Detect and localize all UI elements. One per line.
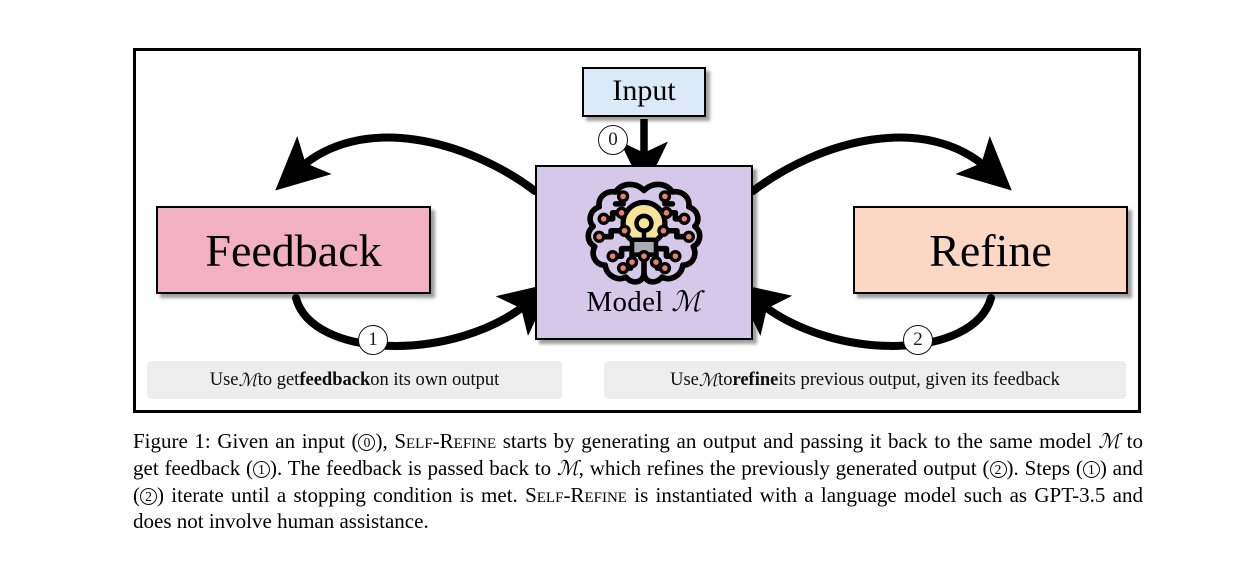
- node-input[interactable]: Input: [582, 67, 706, 117]
- strip-left-part2: to get: [257, 369, 300, 390]
- caption-t7: ). Steps (: [1006, 455, 1083, 480]
- step-badge-2: 2: [903, 325, 933, 355]
- node-input-label: Input: [612, 74, 676, 107]
- step-badge-1: 1: [358, 325, 388, 355]
- strip-left-symbol: ℳ: [238, 369, 258, 391]
- caption-circled-0: 0: [358, 434, 376, 451]
- strip-refine-description: Use ℳ to refine its previous output, giv…: [604, 361, 1126, 399]
- caption-t8: ) and (: [133, 455, 1143, 507]
- node-refine[interactable]: Refine: [853, 206, 1128, 294]
- caption-t5: ). The feedback is passed back to: [270, 455, 557, 480]
- node-feedback[interactable]: Feedback: [156, 206, 431, 294]
- step-badge-0: 0: [598, 125, 628, 155]
- strip-right-bold: refine: [732, 369, 779, 390]
- caption-circled-4: 2: [140, 487, 157, 505]
- arrow-refine-to-model: [734, 283, 995, 350]
- caption-t9: ) iterate until a stopping condition is …: [157, 482, 526, 507]
- caption-symbol-m1: ℳ: [1098, 429, 1121, 453]
- strip-left-part1: Use: [209, 369, 239, 390]
- node-refine-label: Refine: [929, 224, 1052, 276]
- node-model-label: Model ℳ: [586, 285, 702, 318]
- strip-feedback-description: Use ℳ to get feedback on its own output: [147, 361, 562, 399]
- caption-symbol-m2: ℳ: [556, 455, 579, 480]
- step-badge-0-label: 0: [608, 128, 618, 150]
- node-model[interactable]: Model ℳ: [535, 165, 753, 340]
- caption-t2: ),: [375, 429, 395, 453]
- arrow-model-to-refine: [749, 133, 1012, 195]
- node-model-symbol: ℳ: [671, 285, 702, 318]
- strip-right-part2: to: [718, 369, 733, 390]
- figure-caption: Figure 1: Given an input (0), Self-Refin…: [133, 428, 1143, 535]
- node-feedback-label: Feedback: [205, 224, 382, 276]
- caption-method-name-2: Self-Refine: [525, 482, 627, 507]
- brain-circuit-lightbulb-icon: [585, 181, 703, 285]
- caption-label: Figure 1:: [133, 429, 211, 453]
- strip-left-bold: feedback: [299, 369, 371, 390]
- arrow-feedback-to-model: [292, 282, 553, 350]
- caption-t6: , which refines the previously generated…: [578, 455, 990, 480]
- caption-circled-1: 1: [253, 460, 271, 478]
- strip-right-part1: Use: [670, 369, 699, 390]
- arrow-model-to-feedback: [275, 133, 539, 195]
- caption-circled-3: 1: [1082, 460, 1100, 478]
- node-model-label-text: Model: [586, 286, 664, 318]
- caption-method-name-1: Self-Refine: [394, 429, 497, 453]
- caption-t4: to get feedback (: [133, 429, 1143, 480]
- strip-right-part3: its previous output, given its feedback: [778, 369, 1060, 390]
- caption-t1: Given an input (: [210, 429, 359, 453]
- caption-t3: starts by generating an output and passi…: [496, 429, 1099, 453]
- step-badge-1-label: 1: [368, 328, 378, 350]
- figure-frame: Input: [133, 48, 1141, 413]
- caption-circled-2: 2: [989, 460, 1007, 478]
- strip-left-part3: on its own output: [370, 369, 500, 390]
- step-badge-2-label: 2: [913, 328, 923, 350]
- caption-t10: is instantiated with a language model su…: [133, 482, 1143, 534]
- strip-right-symbol: ℳ: [698, 369, 719, 391]
